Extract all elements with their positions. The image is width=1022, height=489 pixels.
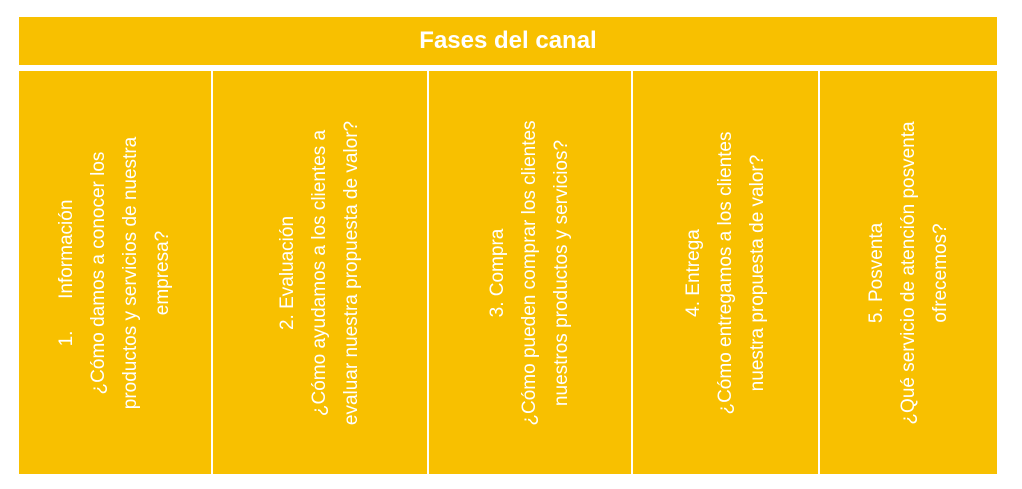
phases-row: 1. Información ¿Cómo damos a conocer los… [19,71,997,474]
phase-cell-evaluacion: 2. Evaluación ¿Cómo ayudamos a los clien… [213,71,429,474]
phase-question: productos y servicios de nuestra [120,136,141,409]
phase-question: ¿Cómo ayudamos a los clientes a [309,129,330,416]
phase-title: 5. Posventa [865,222,887,323]
phase-question: ¿Cómo damos a conocer los [88,151,109,394]
phase-question: nuestros productos y servicios? [551,139,572,406]
phase-cell-compra: 3. Compra ¿Cómo pueden comprar los clien… [429,71,633,474]
phase-title: 1. Información [56,199,77,346]
phase-question: ofrecemos? [929,222,951,323]
phase-question: evaluar nuestra propuesta de valor? [341,120,362,425]
phase-title: 3. Compra [487,228,508,317]
phase-question: ¿Cómo pueden comprar los clientes [519,119,540,426]
phase-cell-posventa: 5. Posventa ¿Qué servicio de atención po… [820,71,997,474]
table-title: Fases del canal [19,17,997,65]
phase-question: ¿Qué servicio de atención posventa [897,120,919,425]
phase-cell-entrega: 4. Entrega ¿Cómo entregamos a los client… [633,71,820,474]
phase-question: nuestra propuesta de valor? [746,154,768,391]
phase-question: ¿Cómo entregamos a los clientes [714,131,736,415]
phase-title: 2. Evaluación [277,215,298,330]
phase-question: empresa? [152,230,173,315]
phase-cell-informacion: 1. Información ¿Cómo damos a conocer los… [19,71,213,474]
phase-title: 4. Entrega [682,228,704,317]
